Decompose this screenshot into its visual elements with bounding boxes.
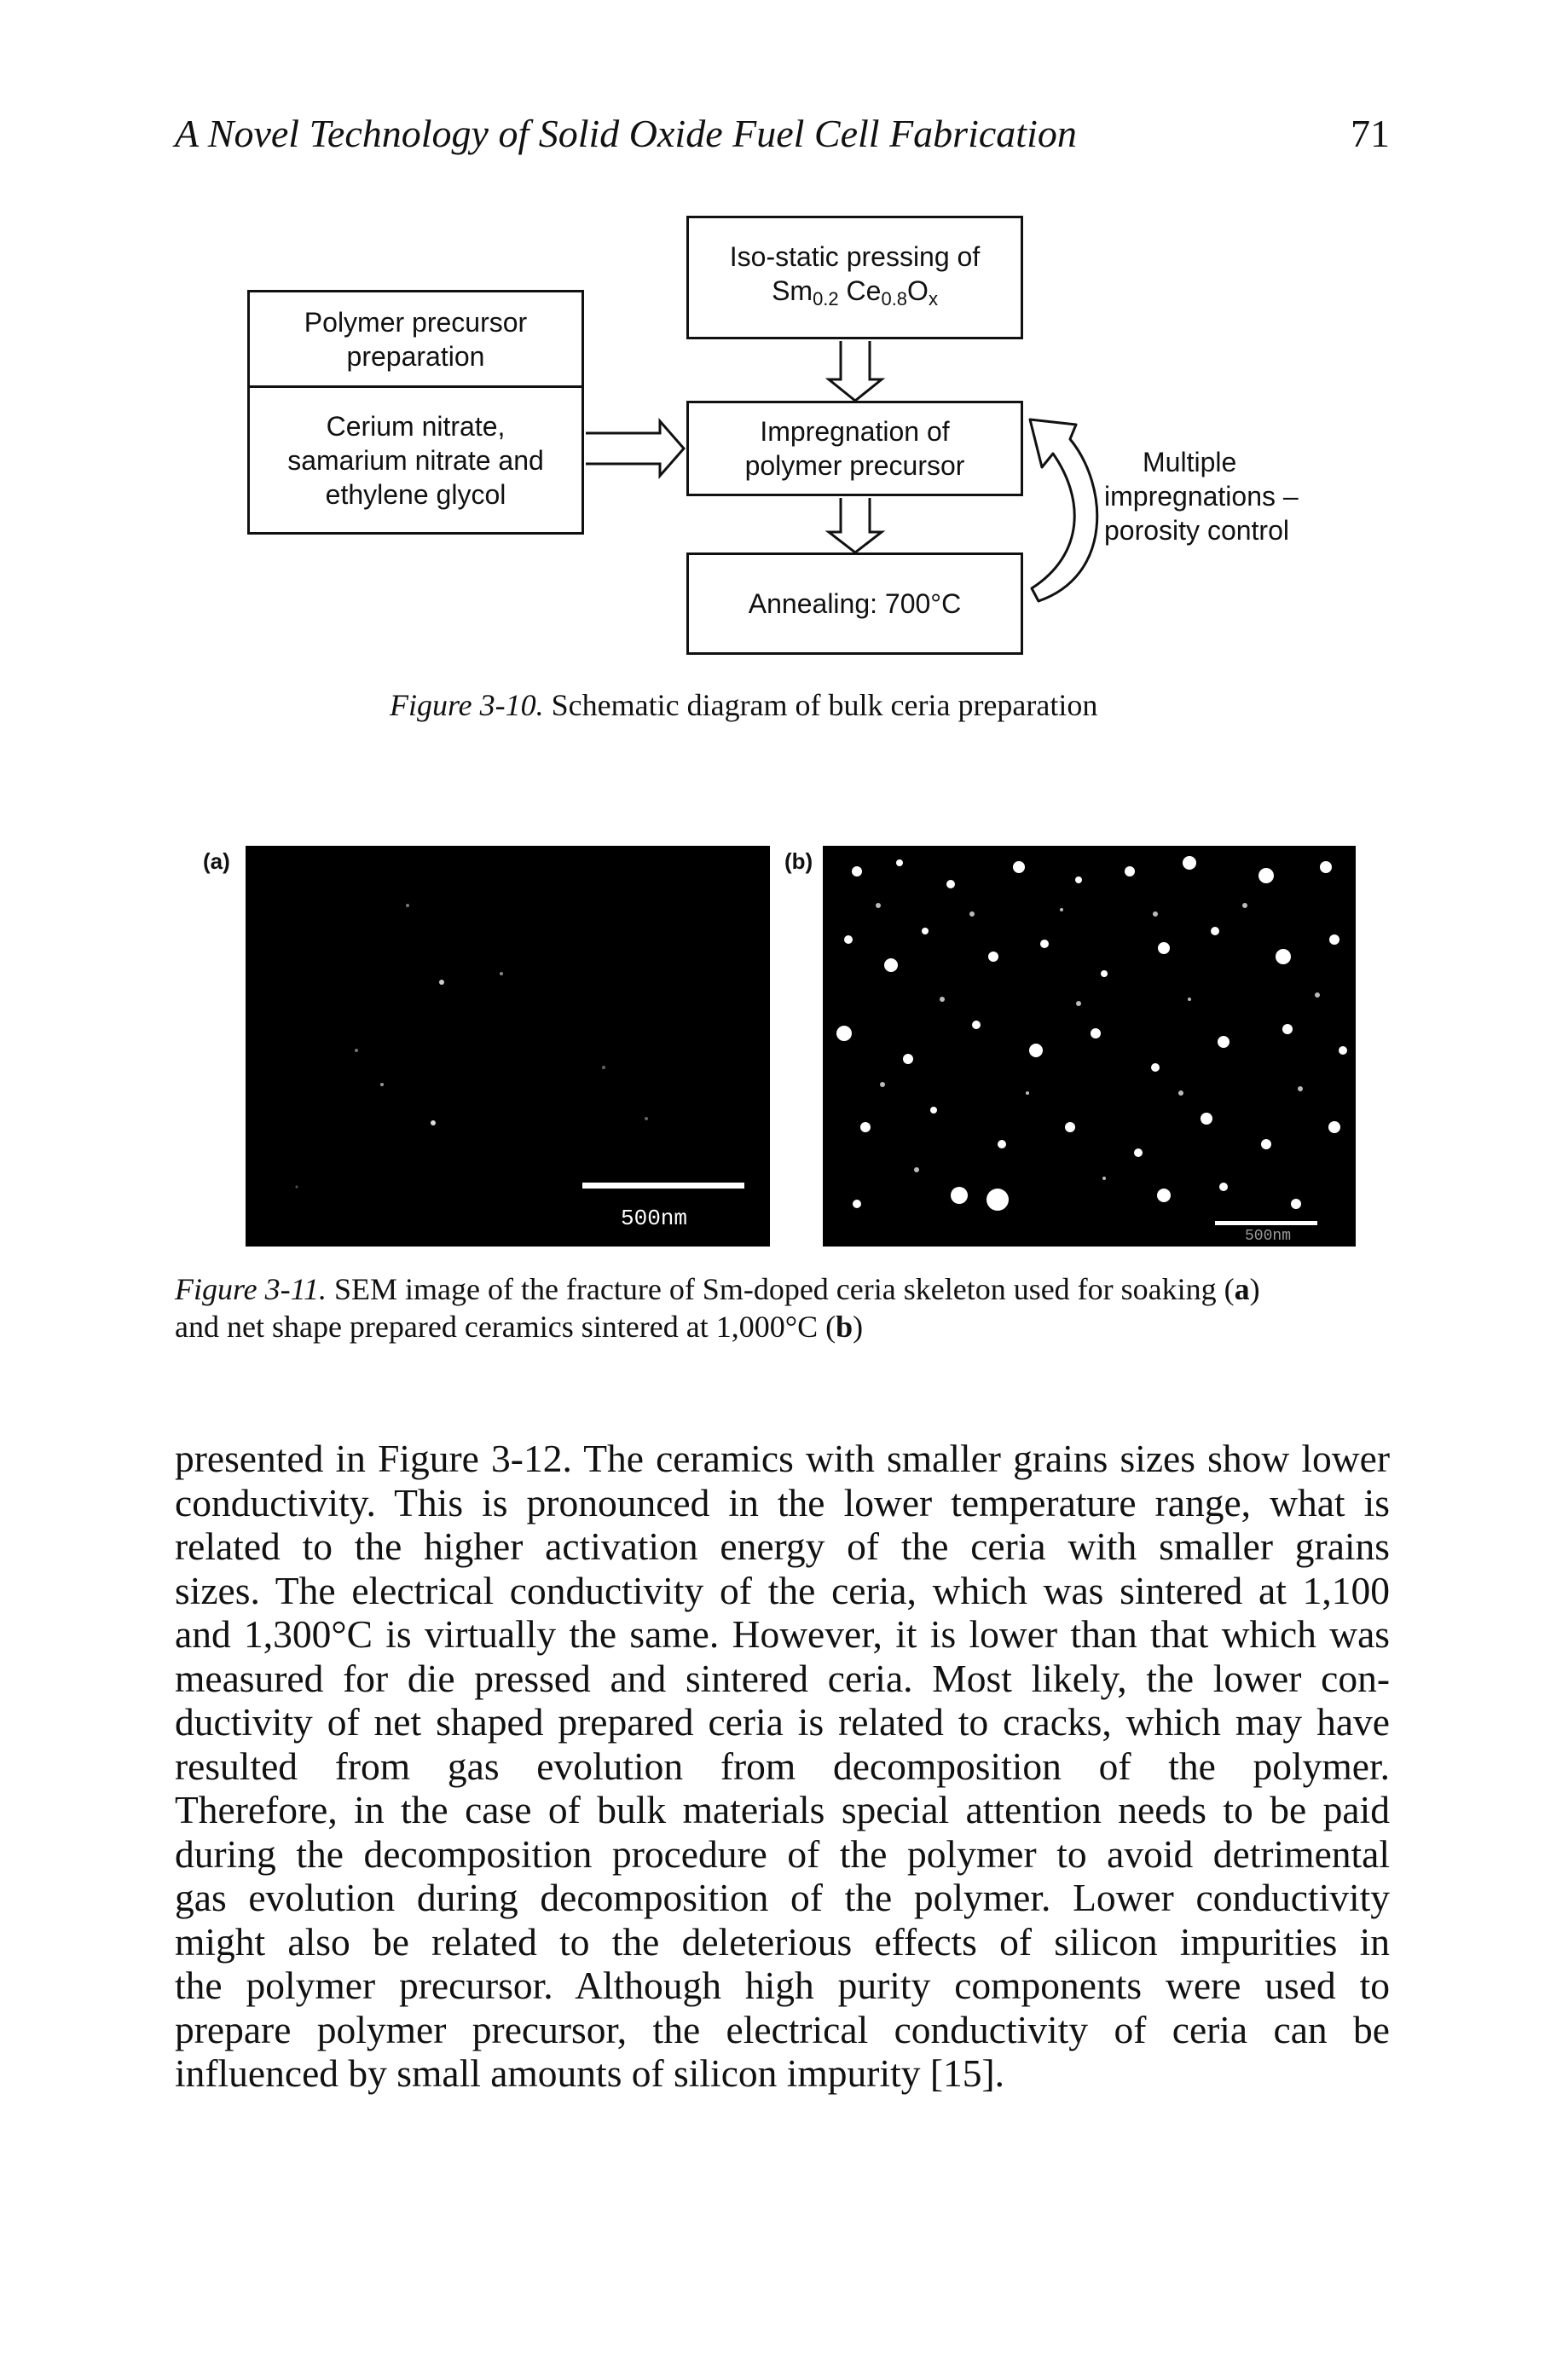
body-line: gas evolution during decomposition of th… [175, 1876, 1390, 1919]
box-cerium-line-3: ethylene glycol [325, 478, 506, 510]
side-note-line-3: porosity control [1104, 515, 1289, 546]
caption-text: Schematic diagram of bulk ceria preparat… [543, 688, 1098, 722]
body-line: prepare polymer precursor, the electrica… [175, 2007, 1390, 2051]
box-cerium-line-1: Cerium nitrate, [326, 410, 506, 442]
box-impregnation-line-1: Impregnation of [760, 416, 950, 447]
scale-text-a: 500nm [621, 1206, 688, 1231]
scale-bar-a [582, 1183, 744, 1189]
figure-3-11-caption: Figure 3-11. SEM image of the fracture o… [175, 1270, 1390, 1345]
box-annealing: Annealing: 700°C [686, 552, 1023, 655]
body-line: conductivity. This is pronounced in the … [175, 1480, 1390, 1524]
caption-3-11-line-2-close: ) [853, 1310, 864, 1344]
caption-3-11-b: b [836, 1310, 853, 1344]
scale-bar-b [1215, 1221, 1317, 1225]
body-line: sizes. The electrical conductivity of th… [175, 1568, 1390, 1612]
formula-sm: Sm [772, 275, 813, 306]
box-iso-formula: Sm0.2 Ce0.8Ox [772, 274, 938, 316]
scale-text-b: 500nm [1245, 1228, 1292, 1245]
body-paragraph: presented in Figure 3-12. The ceramics w… [175, 1437, 1390, 2096]
body-line: measured for die pressed and sintered ce… [175, 1656, 1390, 1700]
box-polymer-line-1: Polymer precursor [304, 306, 528, 338]
formula-o: O [907, 275, 929, 306]
page-number: 71 [1351, 112, 1390, 155]
box-annealing-label: Annealing: 700°C [748, 588, 962, 619]
body-line: influenced by small amounts of silicon i… [175, 2051, 1005, 2095]
formula-ce-sub: 0.8 [881, 287, 908, 309]
caption-label: Figure 3-10. [390, 688, 544, 722]
sem-image-a: 500nm [246, 846, 770, 1247]
arrow-down-icon [825, 498, 886, 554]
body-line: and 1,300°C is virtually the same. Howev… [175, 1612, 1390, 1656]
body-line: resulted from gas evolution from decompo… [175, 1744, 1390, 1788]
side-note: Multiple impregnations – porosity contro… [1104, 445, 1299, 547]
side-note-line-1: Multiple [1143, 447, 1237, 477]
caption-3-11-a: a [1234, 1272, 1250, 1306]
box-impregnation: Impregnation of polymer precursor [686, 401, 1023, 496]
formula-ce: Ce [838, 275, 882, 306]
arrow-right-icon [586, 418, 686, 479]
body-line: ductivity of net shaped prepared ceria i… [175, 1700, 1390, 1744]
body-line: presented in Figure 3-12. The ceramics w… [175, 1437, 1390, 1480]
panel-b-label: (b) [784, 848, 813, 874]
caption-3-11-line-2: and net shape prepared ceramics sintered… [175, 1308, 1390, 1345]
sem-texture-a [295, 904, 648, 1189]
box-iso-static-pressing: Iso-static pressing of Sm0.2 Ce0.8Ox [686, 216, 1023, 339]
panel-a-label: (a) [203, 848, 230, 874]
box-impregnation-line-2: polymer precursor [744, 450, 965, 481]
caption-3-11-label: Figure 3-11. [175, 1272, 327, 1306]
figure-3-10: Polymer precursor preparation Cerium nit… [0, 0, 1568, 682]
caption-3-11-line-1-text: SEM image of the fracture of Sm-doped ce… [326, 1272, 1235, 1306]
box-iso-line-1: Iso-static pressing of [729, 240, 981, 272]
running-title: A Novel Technology of Solid Oxide Fuel C… [175, 112, 1077, 155]
figure-3-10-caption: Figure 3-10. Schematic diagram of bulk c… [390, 686, 1097, 724]
body-line: the polymer precursor. Although high pur… [175, 1964, 1390, 2007]
running-header: A Novel Technology of Solid Oxide Fuel C… [175, 111, 1390, 162]
box-cerium-nitrate: Cerium nitrate, samarium nitrate and eth… [247, 385, 584, 535]
sem-texture-b [836, 856, 1347, 1211]
caption-3-11-line-1-close: ) [1249, 1272, 1260, 1306]
loop-arrow-icon [1028, 418, 1099, 603]
body-line: might also be related to the deleterious… [175, 1919, 1390, 1964]
formula-o-sub: x [928, 287, 938, 309]
body-line: related to the higher activation energy … [175, 1524, 1390, 1568]
sem-image-b: 500nm [823, 846, 1356, 1247]
box-polymer-precursor: Polymer precursor preparation [247, 290, 584, 388]
schematic-arrows [586, 341, 1099, 603]
box-cerium-line-2: samarium nitrate and [287, 444, 544, 476]
box-polymer-line-2: preparation [346, 340, 485, 372]
body-line: Therefore, in the case of bulk materials… [175, 1788, 1390, 1831]
formula-sm-sub: 0.2 [813, 287, 839, 309]
caption-3-11-line-2-text: and net shape prepared ceramics sintered… [175, 1310, 836, 1344]
side-note-line-2: impregnations – [1104, 481, 1299, 512]
caption-3-11-line-1: Figure 3-11. SEM image of the fracture o… [175, 1270, 1390, 1308]
arrow-down-icon [825, 341, 886, 402]
body-line: during the decomposition procedure of th… [175, 1831, 1390, 1876]
